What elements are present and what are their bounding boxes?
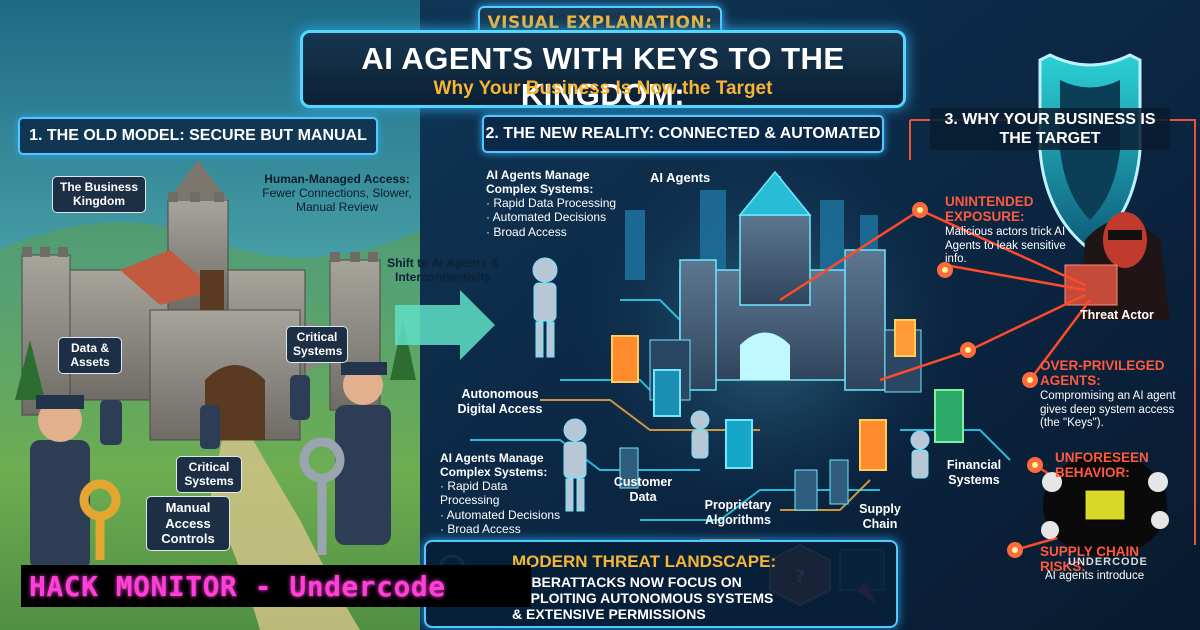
- threat-landscape-title: MODERN THREAT LANDSCAPE:: [512, 552, 777, 571]
- label-ai-agents: AI Agents: [650, 170, 711, 185]
- ai-manage-note-bottom: AI Agents Manage Complex Systems: · Rapi…: [440, 451, 570, 536]
- label-manual-access: Manual Access Controls: [146, 496, 230, 551]
- ai-manage-bottom-item-3: · Broad Access: [440, 521, 521, 536]
- ai-manage-note-top: AI Agents Manage Complex Systems: · Rapi…: [486, 168, 636, 239]
- section-1-heading: 1. THE OLD MODEL: SECURE BUT MANUAL: [18, 117, 378, 155]
- ai-manage-top-title: AI Agents Manage Complex Systems:: [486, 168, 594, 197]
- human-access-note: Human-Managed Access: Fewer Connections,…: [262, 172, 412, 214]
- risk-4-body: AI agents introduce: [1045, 570, 1145, 582]
- page-title: AI AGENTS WITH KEYS TO THE KINGDOM:: [361, 41, 845, 112]
- risk-1-body: Malicious actors trick AI Agents to leak…: [945, 226, 1066, 266]
- label-data-assets: Data & Assets: [58, 337, 122, 374]
- watermark-text: HACK MONITOR - Undercode: [29, 569, 446, 603]
- threat-line-3: & EXTENSIVE PERMISSIONS: [512, 606, 706, 622]
- ai-manage-bottom-item-2: · Automated Decisions: [440, 507, 561, 522]
- human-access-body: Fewer Connections, Slower, Manual Review: [262, 186, 412, 215]
- transition-label: Shift to AI Agents & Interconnectivity: [387, 256, 499, 285]
- section-2-heading: 2. THE NEW REALITY: CONNECTED & AUTOMATE…: [482, 115, 884, 153]
- label-customer-data: Customer Data: [613, 475, 673, 504]
- risk-2-title: OVER-PRIVILEGED AGENTS:: [1040, 358, 1165, 389]
- label-supply-chain: Supply Chain: [859, 502, 901, 531]
- human-access-title: Human-Managed Access:: [264, 172, 410, 186]
- label-proprietary-algorithms: Proprietary Algorithms: [704, 498, 772, 527]
- risk-2-body: Compromising an AI agent gives deep syst…: [1040, 390, 1176, 430]
- label-threat-actor: Threat Actor: [1080, 308, 1154, 322]
- ai-manage-bottom-title: AI Agents Manage Complex Systems:: [440, 451, 548, 480]
- ai-manage-bottom-item-1: · Rapid Data Processing: [440, 479, 508, 508]
- label-financial-systems: Financial Systems: [946, 458, 1002, 487]
- watermark-banner: HACK MONITOR - Undercode: [21, 565, 531, 607]
- section-3-heading: 3. WHY YOUR BUSINESS IS THE TARGET: [930, 108, 1170, 151]
- kicker-text: VISUAL EXPLANATION:: [487, 13, 713, 33]
- ai-manage-top-item-3: · Broad Access: [486, 224, 567, 239]
- risk-4-title: SUPPLY CHAIN RISKS:: [1040, 544, 1140, 575]
- label-critical-systems-bottom: Critical Systems: [176, 456, 242, 493]
- page-subtitle: Why Your Business Is Now the Target: [433, 78, 773, 99]
- risk-1-title: UNINTENDED EXPOSURE:: [945, 194, 1034, 225]
- ai-manage-top-item-2: · Automated Decisions: [486, 210, 607, 225]
- title-box: AI AGENTS WITH KEYS TO THE KINGDOM: Why …: [300, 30, 906, 112]
- threat-line-1: CYBERATTACKS NOW FOCUS ON: [512, 574, 742, 590]
- ai-manage-top-item-1: · Rapid Data Processing: [486, 196, 617, 211]
- label-critical-systems-top: Critical Systems: [286, 326, 348, 363]
- risk-3-title: UNFORESEEN BEHAVIOR:: [1055, 450, 1149, 481]
- threat-line-2: EXPLOITING AUTONOMOUS SYSTEMS: [512, 590, 774, 606]
- label-business-kingdom: The Business Kingdom: [52, 176, 146, 213]
- label-autonomous-access: Autonomous Digital Access: [457, 387, 543, 416]
- undercode-logo-text: UNDERCODE: [1068, 556, 1148, 568]
